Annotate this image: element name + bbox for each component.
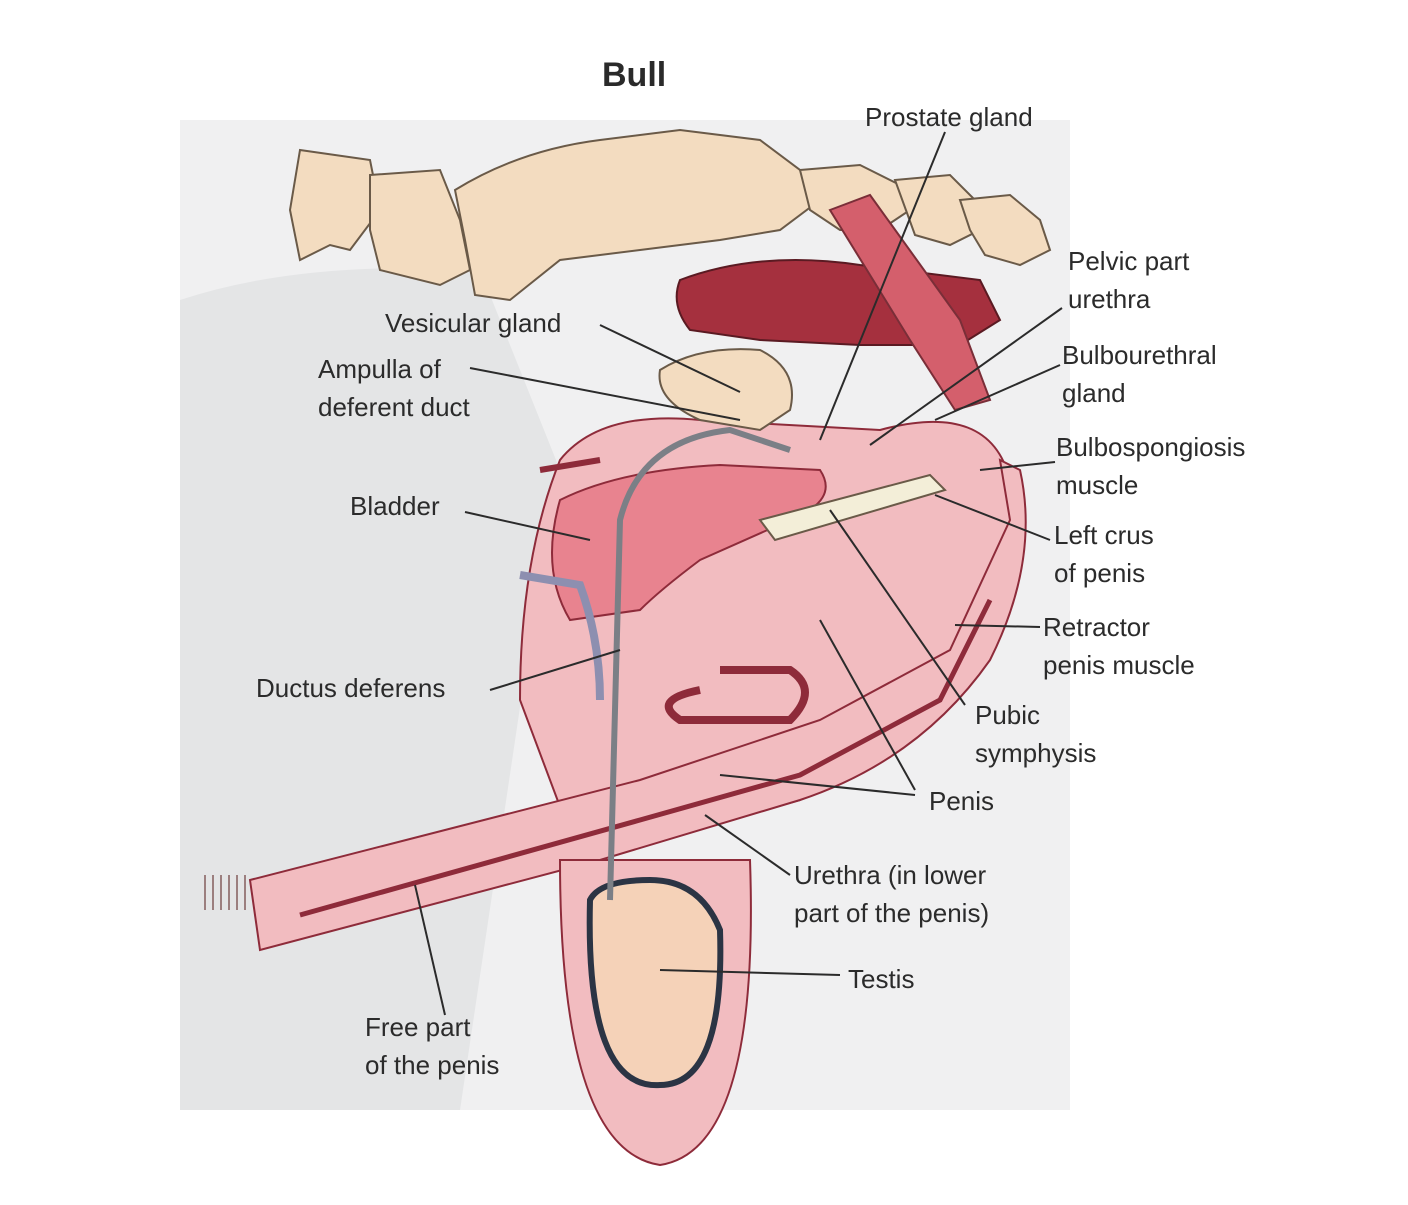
urethra [299,598,993,918]
label-bladder: Bladder [350,491,440,521]
leader-lines [414,131,1063,1016]
diagram-title: Bull [602,56,667,94]
sigmoid-flexure [664,666,809,724]
cut-marks [204,875,246,910]
label-testis: Testis [848,964,915,994]
testis [586,876,724,1089]
pelvic-muscle [828,193,992,412]
label-penis: Penis [929,786,995,816]
penis-shaft [248,458,1027,952]
label-prostate-gland: Prostate gland [865,102,1033,132]
ductus-deferens [607,426,791,901]
pubic-symphysis [758,473,947,542]
label-vesicular-gland: Vesicular gland [385,308,562,338]
label-ductus-deferens: Ductus deferens [256,673,446,703]
